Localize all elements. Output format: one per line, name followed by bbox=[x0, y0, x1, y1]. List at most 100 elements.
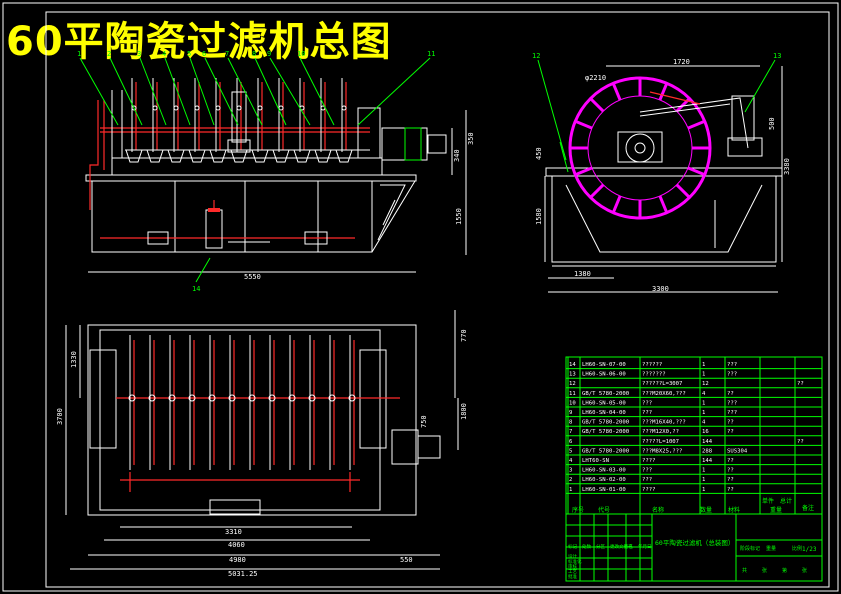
leader-line bbox=[299, 57, 335, 126]
inner-frame bbox=[45, 11, 830, 588]
bom-cell: 1 bbox=[702, 477, 705, 483]
leader-12 bbox=[537, 59, 567, 161]
balloon-10: 10 bbox=[297, 50, 305, 58]
balloon-6: 6 bbox=[202, 50, 206, 58]
bom-cell: ???? bbox=[642, 458, 655, 464]
tb-row-label: 标记 bbox=[568, 543, 577, 550]
front-disc-knob bbox=[152, 105, 158, 111]
balloon-5: 5 bbox=[187, 50, 191, 58]
front-disc-trough bbox=[335, 149, 353, 163]
balloon-14: 14 bbox=[192, 285, 200, 293]
drawing-title: 60平陶瓷过滤机总图 bbox=[6, 19, 392, 65]
balloon-2: 2 bbox=[107, 50, 111, 58]
leader-line bbox=[357, 57, 431, 126]
front-disc-trough bbox=[251, 149, 269, 163]
bom-cell: 288 bbox=[702, 448, 713, 454]
bom-cell: GB/T 5780-2000 bbox=[582, 429, 629, 435]
bom-cell: GB/T 5780-2000 bbox=[582, 420, 629, 426]
leader-line bbox=[227, 57, 263, 126]
bom-cell: ?? bbox=[727, 391, 734, 397]
plan-disc-hub bbox=[308, 394, 316, 402]
leader-line bbox=[189, 57, 215, 126]
bom-cell: 6 bbox=[569, 439, 572, 445]
side-view: 12 13 1720 φ2210 1380 3300 1580 3380 450… bbox=[532, 52, 791, 293]
front-disc-trough bbox=[230, 149, 248, 163]
bom-cell: 7 bbox=[569, 429, 572, 435]
front-tank-body bbox=[91, 180, 416, 253]
dim-side-h4: 500 bbox=[768, 117, 776, 130]
bom-cell: ???M12X0,?? bbox=[642, 429, 679, 435]
front-agitator-motor bbox=[231, 91, 247, 143]
tb-design-label: 工艺 bbox=[568, 569, 577, 575]
front-disc-trough bbox=[167, 149, 185, 163]
side-disc-segment bbox=[675, 183, 691, 199]
side-disc-segment bbox=[687, 119, 706, 130]
bom-cell: 144 bbox=[702, 439, 713, 445]
title-block: 60平陶瓷过滤机（总装图） 1/23 标记处数分区更改文件号签名年月日设计标准化… bbox=[565, 513, 823, 582]
plan-disc-hub bbox=[248, 394, 256, 402]
bom-cell: ??? bbox=[642, 468, 652, 474]
tb-row-label: 年月日 bbox=[638, 543, 652, 550]
dim-front-h3: 350 bbox=[467, 132, 475, 145]
title-block-sheet: 1/23 bbox=[802, 546, 817, 553]
tb-row-label: 更改文件号 bbox=[610, 543, 633, 550]
front-disc-knob bbox=[215, 105, 221, 111]
leader-line bbox=[269, 57, 311, 126]
bom-cell: 9 bbox=[569, 410, 572, 416]
front-pump bbox=[205, 209, 223, 249]
front-disc-knob bbox=[257, 105, 263, 111]
bom-cell: 1 bbox=[569, 487, 572, 493]
front-valve bbox=[147, 231, 169, 245]
tb-design-label: 批准 bbox=[568, 573, 577, 580]
side-arm-pipe bbox=[649, 91, 701, 105]
bom-cell: ??? bbox=[727, 410, 737, 416]
front-disc-knob bbox=[278, 105, 284, 111]
side-arm bbox=[639, 97, 749, 149]
dim-plan-d3: 4980 bbox=[229, 556, 246, 564]
title-block-drawing-name: 60平陶瓷过滤机（总装图） bbox=[655, 538, 734, 547]
side-scraper bbox=[559, 141, 569, 173]
bom-cell: 1 bbox=[702, 372, 705, 378]
plan-disc-hub bbox=[268, 394, 276, 402]
front-coupling bbox=[404, 127, 422, 161]
side-disc-segment bbox=[574, 119, 593, 130]
bom-cell: ?? bbox=[727, 477, 734, 483]
bom-cell: LHT60-SN bbox=[582, 458, 609, 464]
side-tank bbox=[551, 176, 777, 263]
dim-side-w1: 1380 bbox=[574, 270, 591, 278]
bom-cell: ??? bbox=[727, 372, 737, 378]
side-disc-segment bbox=[611, 195, 622, 214]
bom-cell: ??? bbox=[642, 477, 652, 483]
side-disc-segment bbox=[658, 82, 669, 101]
front-pump-cap bbox=[208, 208, 220, 212]
bom-cell: 14 bbox=[569, 362, 576, 368]
front-disc-trough bbox=[188, 149, 206, 163]
plan-motor bbox=[417, 435, 441, 459]
tb-stage-label: 重量 bbox=[766, 545, 776, 552]
bom-cell: ??????L=3007 bbox=[642, 381, 682, 387]
plan-left-bearing bbox=[89, 349, 117, 449]
plan-pump bbox=[209, 499, 261, 515]
balloon-3: 3 bbox=[137, 50, 141, 58]
plan-view: 3310 4060 4980 5031.25 550 3700 1330 770… bbox=[56, 310, 468, 578]
dim-plan-v5: 750 bbox=[420, 415, 428, 428]
bom-cell: ?????L=1007 bbox=[642, 439, 679, 445]
bom-cell: ?? bbox=[727, 429, 734, 435]
front-agitator-base bbox=[227, 139, 251, 153]
bom-cell: SUS304 bbox=[727, 448, 748, 454]
tb-sheet-label: 第 bbox=[782, 567, 787, 574]
bom-cell: ???M20X60,??? bbox=[642, 391, 686, 397]
tb-row-label: 签名 bbox=[624, 543, 633, 550]
bom-cell: 4 bbox=[702, 420, 706, 426]
leader-line bbox=[79, 57, 119, 126]
dim-plan-v1: 1330 bbox=[70, 351, 78, 368]
tb-row-label: 分区 bbox=[596, 543, 605, 550]
leader-line bbox=[109, 57, 143, 126]
balloon-1: 1 bbox=[77, 50, 81, 58]
bom-header-qty: 数量 bbox=[700, 506, 712, 514]
balloon-13: 13 bbox=[773, 52, 781, 60]
bom-cell: ??? bbox=[642, 400, 652, 406]
